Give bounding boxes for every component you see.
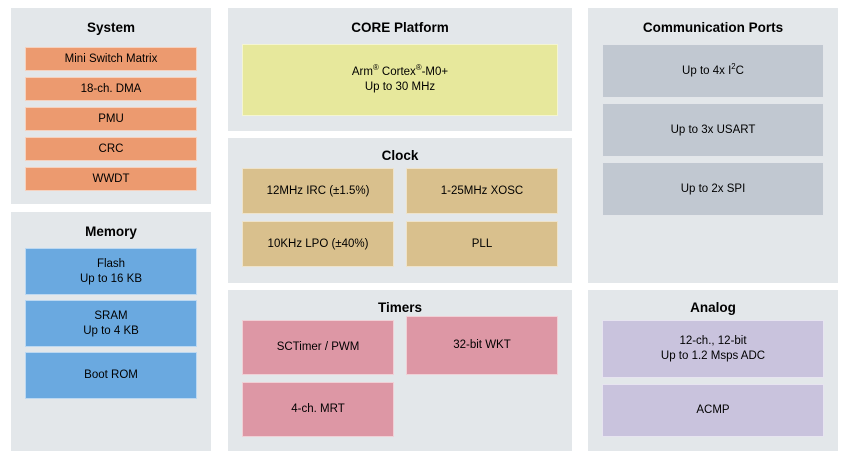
block-i2c[interactable]: Up to 4x I2C — [602, 44, 824, 98]
block-pll[interactable]: PLL — [406, 221, 558, 267]
panel-communication-ports-title: Communication Ports — [642, 20, 784, 35]
registered-mark-icon: ® — [372, 63, 379, 73]
block-flash-line1: Flash — [96, 257, 126, 270]
block-12mhz-irc[interactable]: 12MHz IRC (±1.5%) — [242, 168, 394, 214]
panel-core-platform: CORE Platform Arm® Cortex®-M0+ Up to 30 … — [228, 8, 572, 131]
block-pmu[interactable]: PMU — [25, 107, 197, 131]
panel-timers: Timers SCTimer / PWM 32-bit WKT 4-ch. MR… — [228, 290, 572, 451]
block-spi[interactable]: Up to 2x SPI — [602, 162, 824, 216]
block-usart-label: Up to 3x USART — [670, 123, 756, 136]
block-flash-line2: Up to 16 KB — [79, 272, 142, 285]
block-adc[interactable]: 12-ch., 12-bit Up to 1.2 Msps ADC — [602, 320, 824, 378]
panel-timers-title: Timers — [377, 300, 423, 315]
block-sram-line1: SRAM — [94, 309, 128, 322]
block-wwdt[interactable]: WWDT — [25, 167, 197, 191]
block-32bit-wkt[interactable]: 32-bit WKT — [406, 316, 558, 375]
panel-memory: Memory Flash Up to 16 KB SRAM Up to 4 KB… — [11, 212, 211, 451]
superscript-two-icon: 2 — [731, 61, 736, 71]
block-acmp[interactable]: ACMP — [602, 384, 824, 437]
block-spi-label: Up to 2x SPI — [680, 182, 746, 195]
block-mini-switch-matrix[interactable]: Mini Switch Matrix — [25, 47, 197, 71]
panel-analog-title: Analog — [690, 300, 736, 315]
block-adc-line1: 12-ch., 12-bit — [679, 335, 747, 348]
panel-core-platform-title: CORE Platform — [351, 20, 449, 35]
block-sctimer-pwm[interactable]: SCTimer / PWM — [242, 320, 394, 375]
panel-analog: Analog 12-ch., 12-bit Up to 1.2 Msps ADC… — [588, 290, 838, 451]
block-dma[interactable]: 18-ch. DMA — [25, 77, 197, 101]
block-sram-line2: Up to 4 KB — [83, 324, 139, 337]
block-adc-line2: Up to 1.2 Msps ADC — [660, 350, 766, 362]
panel-system-title: System — [86, 20, 136, 35]
panel-clock-title: Clock — [381, 148, 419, 163]
block-boot-rom[interactable]: Boot ROM — [25, 352, 197, 399]
block-i2c-label: Up to 4x I2C — [682, 61, 744, 77]
block-arm-cortex-line2: Up to 30 MHz — [364, 81, 436, 93]
block-flash[interactable]: Flash Up to 16 KB — [25, 248, 197, 295]
panel-system: System Mini Switch Matrix 18-ch. DMA PMU… — [11, 8, 211, 204]
block-arm-cortex-line1: Arm® Cortex®-M0+ — [351, 63, 449, 79]
block-arm-cortex-m0plus[interactable]: Arm® Cortex®-M0+ Up to 30 MHz — [242, 44, 558, 116]
block-sram[interactable]: SRAM Up to 4 KB — [25, 300, 197, 347]
block-4ch-mrt[interactable]: 4-ch. MRT — [242, 382, 394, 437]
block-acmp-line1: ACMP — [696, 404, 730, 417]
panel-communication-ports: Communication Ports Up to 4x I2C Up to 3… — [588, 8, 838, 283]
panel-memory-title: Memory — [85, 224, 137, 239]
block-1-25mhz-xosc[interactable]: 1-25MHz XOSC — [406, 168, 558, 214]
block-boot-rom-line1: Boot ROM — [84, 369, 138, 382]
panel-clock: Clock 12MHz IRC (±1.5%) 1-25MHz XOSC 10K… — [228, 138, 572, 283]
registered-mark-icon: ® — [415, 63, 422, 73]
block-usart[interactable]: Up to 3x USART — [602, 103, 824, 157]
block-crc[interactable]: CRC — [25, 137, 197, 161]
block-10khz-lpo[interactable]: 10KHz LPO (±40%) — [242, 221, 394, 267]
